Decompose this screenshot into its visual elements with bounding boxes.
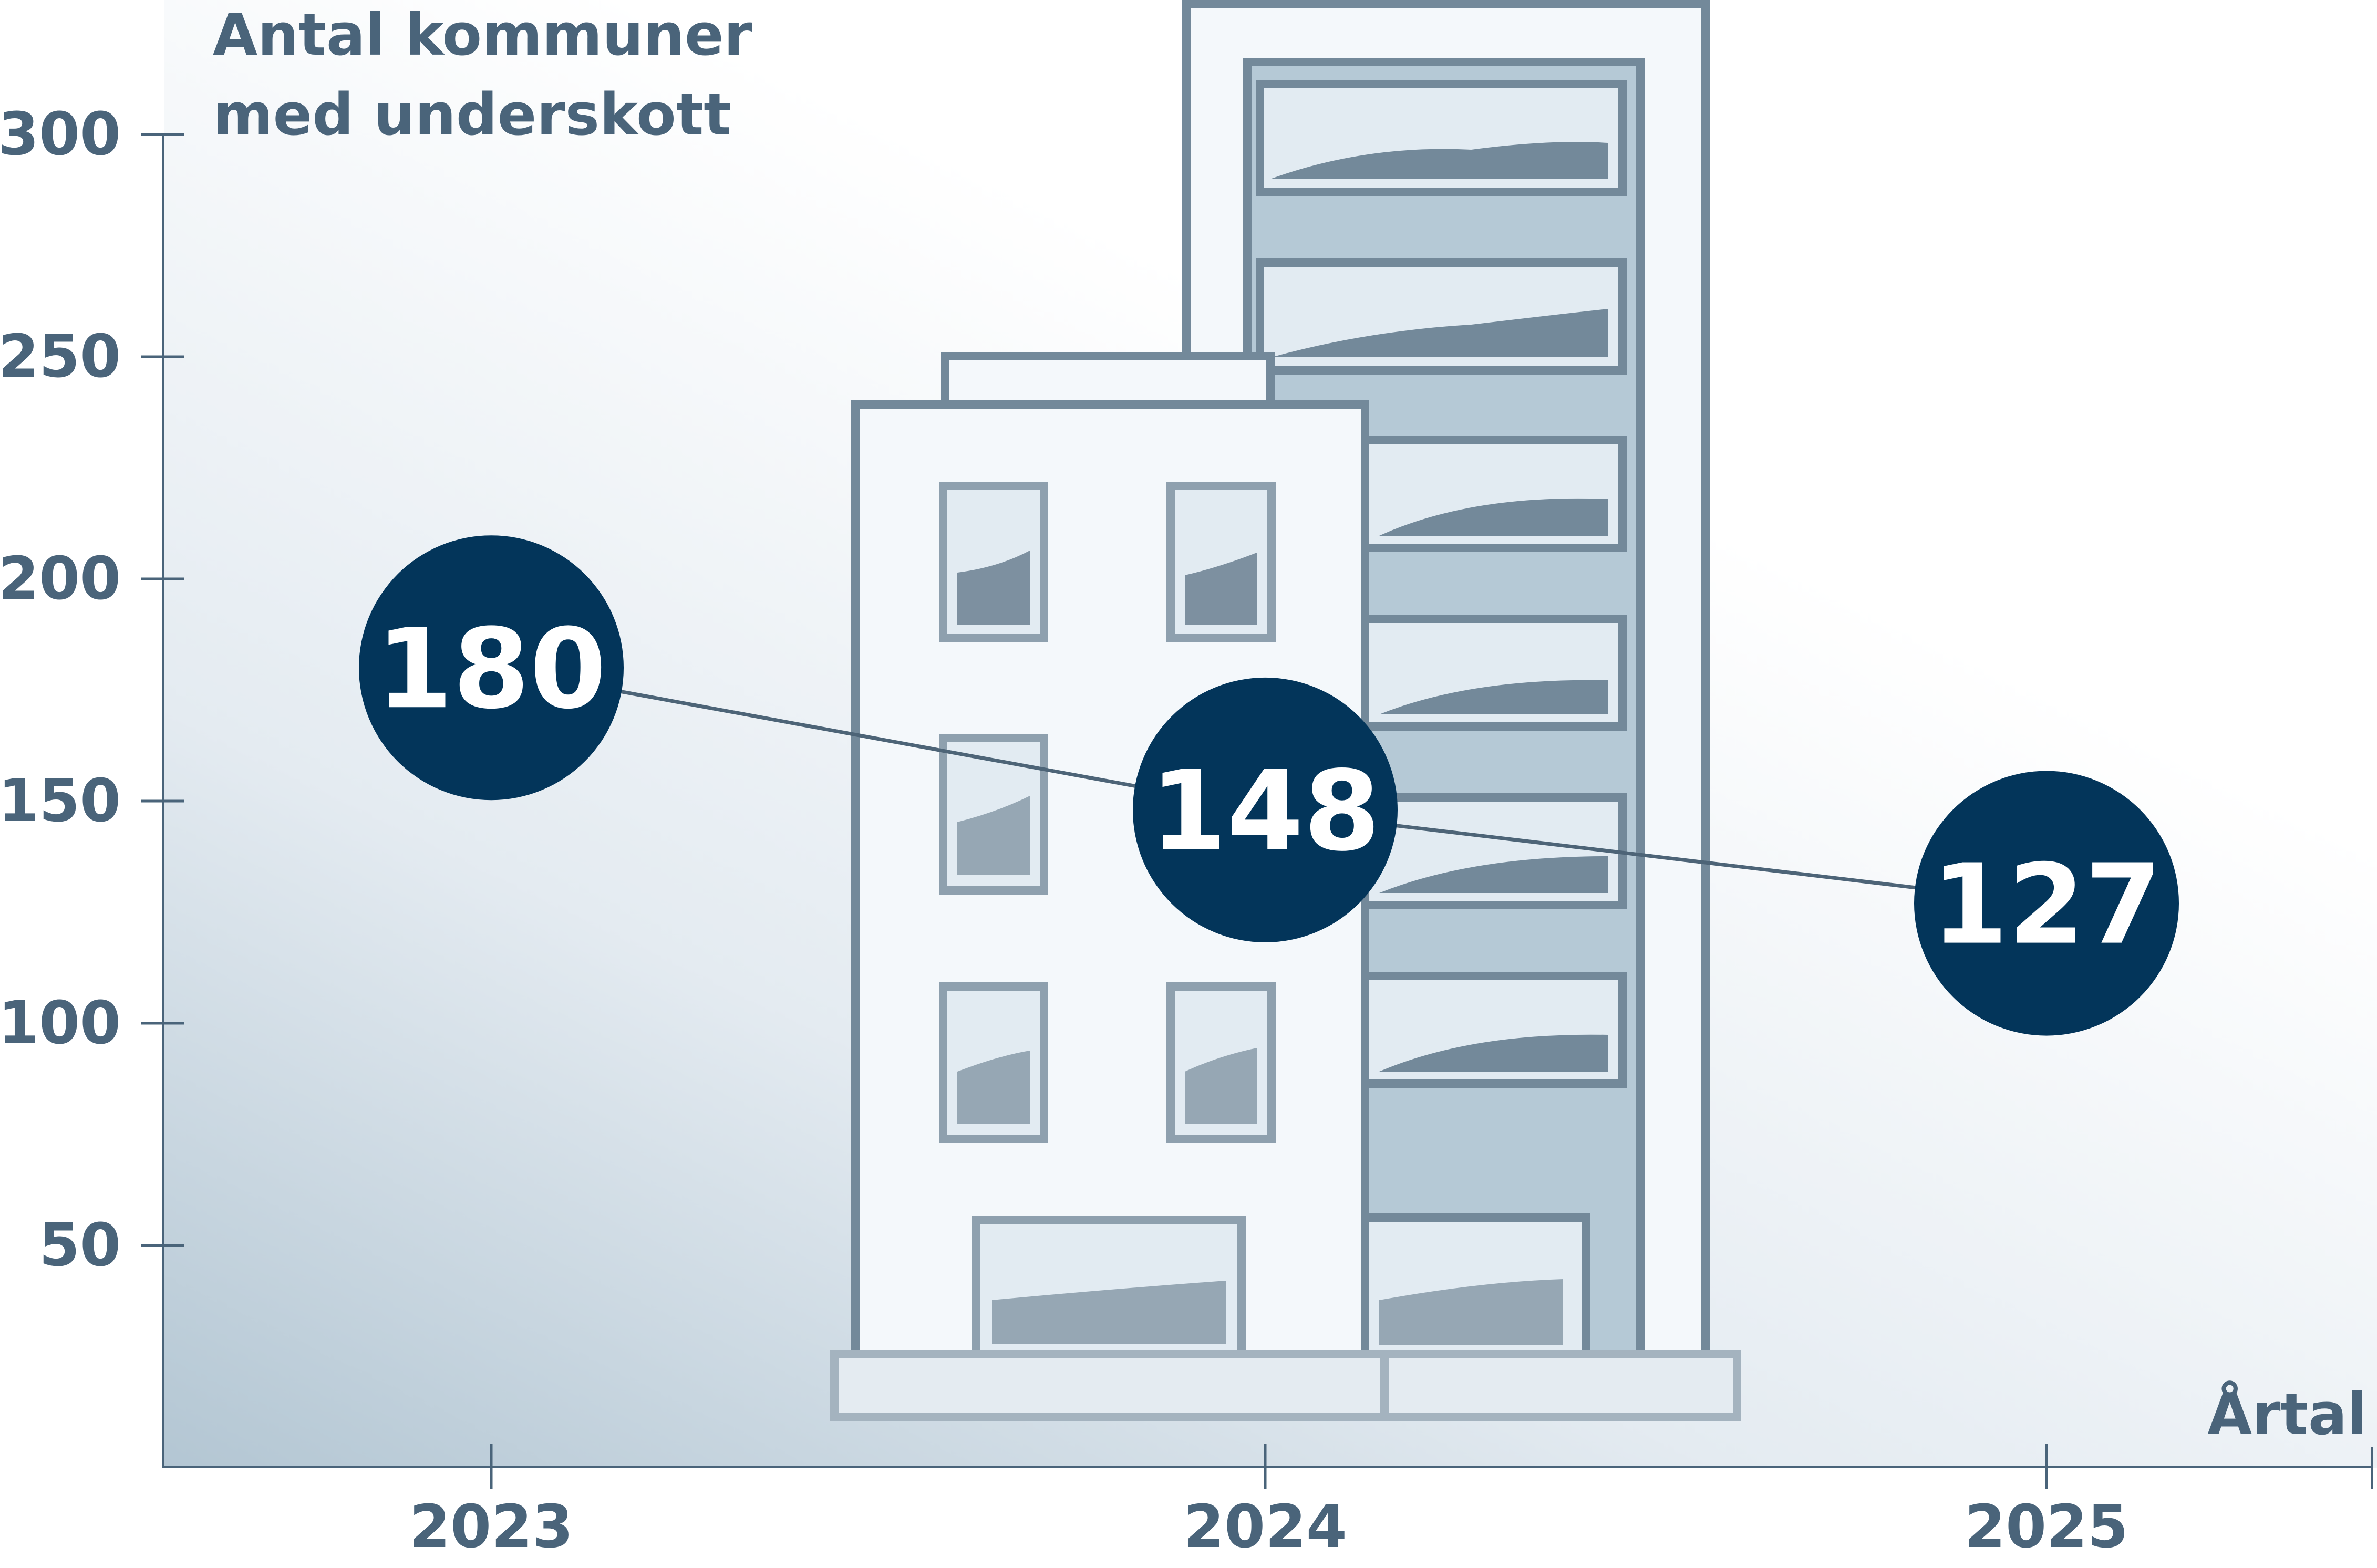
data-label: 148 xyxy=(1150,747,1380,876)
x-tick-label: 2025 xyxy=(1965,1493,2128,1561)
x-ticks: 2023 2024 2025 xyxy=(409,1444,2128,1561)
data-label: 180 xyxy=(376,605,606,733)
y-axis-title-line-1: Antal kommuner xyxy=(213,1,752,68)
series-points: 180 148 127 xyxy=(359,535,2179,1036)
data-label: 127 xyxy=(1931,840,2162,969)
y-axis-title-line-2: med underskott xyxy=(213,81,731,148)
data-point-bubble xyxy=(359,535,624,801)
x-tick-label: 2024 xyxy=(1183,1493,1347,1561)
y-tick-label: 300 xyxy=(0,100,121,169)
y-tick-label: 200 xyxy=(0,545,121,613)
x-tick-label: 2023 xyxy=(409,1493,573,1561)
y-ticks: 50 100 150 200 250 300 xyxy=(0,100,184,1280)
y-tick-label: 150 xyxy=(0,767,121,835)
x-axis-title: Årtal xyxy=(2207,1380,2367,1448)
data-point-bubble xyxy=(1133,677,1398,942)
data-point-bubble xyxy=(1914,771,2179,1036)
y-tick-label: 250 xyxy=(0,323,121,391)
y-tick-label: 50 xyxy=(39,1211,121,1280)
y-tick-label: 100 xyxy=(0,989,121,1057)
